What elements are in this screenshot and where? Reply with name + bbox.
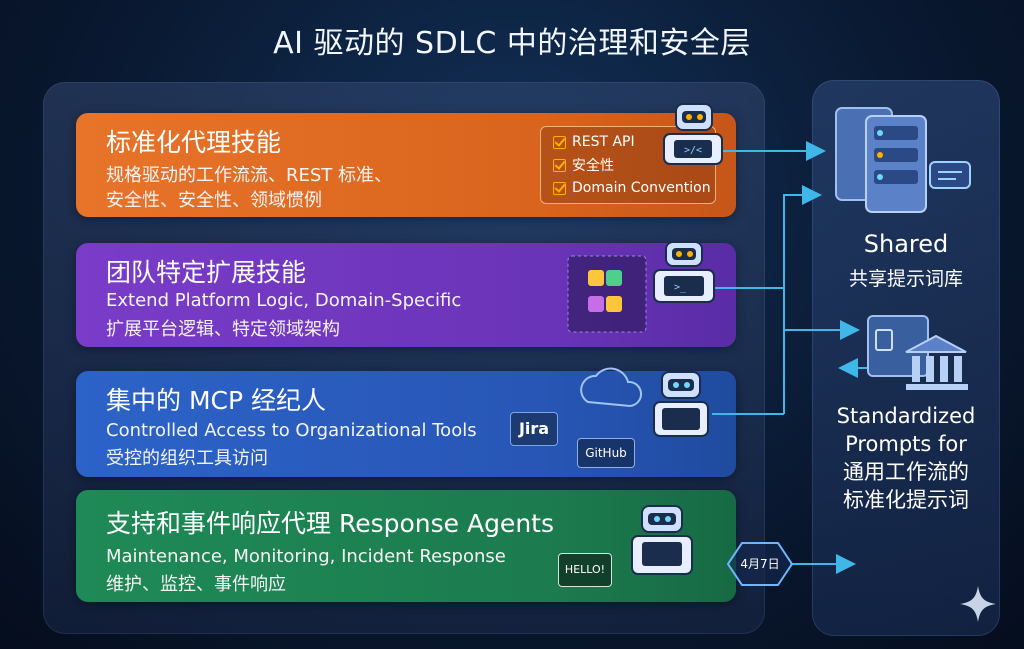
page-title: AI 驱动的 SDLC 中的治理和安全层 xyxy=(273,26,751,61)
checklist-icon: REST API 安全性 Domain Convention xyxy=(540,126,716,204)
sparkle-icon xyxy=(960,586,996,622)
standardized-line: Prompts for xyxy=(845,432,967,456)
card-mcp-broker: 集中的 MCP 经纪人 Controlled Access to Organiz… xyxy=(76,371,736,477)
github-badge: GitHub xyxy=(577,438,635,468)
jira-badge: Jira xyxy=(510,412,558,446)
card-team-extension-skills: 团队特定扩展技能 Extend Platform Logic, Domain-S… xyxy=(76,243,736,347)
checklist-item: REST API xyxy=(553,132,635,152)
standardized-line: Standardized xyxy=(836,404,976,428)
card-description-line-1: 规格驱动的工作流流、REST 标准、 xyxy=(106,165,393,186)
checklist-item: 安全性 xyxy=(553,155,614,175)
date-badge: 4月7日 xyxy=(740,557,780,571)
standardized-line: 标准化提示词 xyxy=(843,488,969,512)
card-title: 支持和事件响应代理 Response Agents xyxy=(106,509,554,538)
card-description-line-1: Controlled Access to Organizational Tool… xyxy=(106,420,477,441)
standardized-prompts-label: Standardized Prompts for 通用工作流的 标准化提示词 xyxy=(812,402,1000,514)
card-description-line-1: Maintenance, Monitoring, Incident Respon… xyxy=(106,546,506,567)
checklist-item: Domain Convention xyxy=(553,178,711,198)
card-description-line-2: 受控的组织工具访问 xyxy=(106,448,268,469)
card-description-line-1: Extend Platform Logic, Domain-Specific xyxy=(106,290,462,311)
card-response-agents: 支持和事件响应代理 Response Agents Maintenance, M… xyxy=(76,490,736,602)
standardized-line: 通用工作流的 xyxy=(843,460,969,484)
shared-prompt-library-label: 共享提示词库 xyxy=(848,268,963,290)
card-description-line-2: 维护、监控、事件响应 xyxy=(106,574,286,595)
card-description-line-2: 扩展平台逻辑、特定领域架构 xyxy=(106,319,340,340)
prompt-library-panel xyxy=(812,80,1000,636)
card-title: 团队特定扩展技能 xyxy=(106,258,307,287)
shared-label: Shared xyxy=(863,230,949,258)
card-title: 标准化代理技能 xyxy=(106,128,282,157)
hello-screen: HELLO! xyxy=(558,553,612,587)
card-description-line-2: 安全性、安全性、领域惯例 xyxy=(106,190,322,211)
card-title: 集中的 MCP 经纪人 xyxy=(106,386,326,415)
card-standardized-agent-skills: 标准化代理技能 规格驱动的工作流流、REST 标准、 安全性、安全性、领域惯例 xyxy=(76,113,736,217)
